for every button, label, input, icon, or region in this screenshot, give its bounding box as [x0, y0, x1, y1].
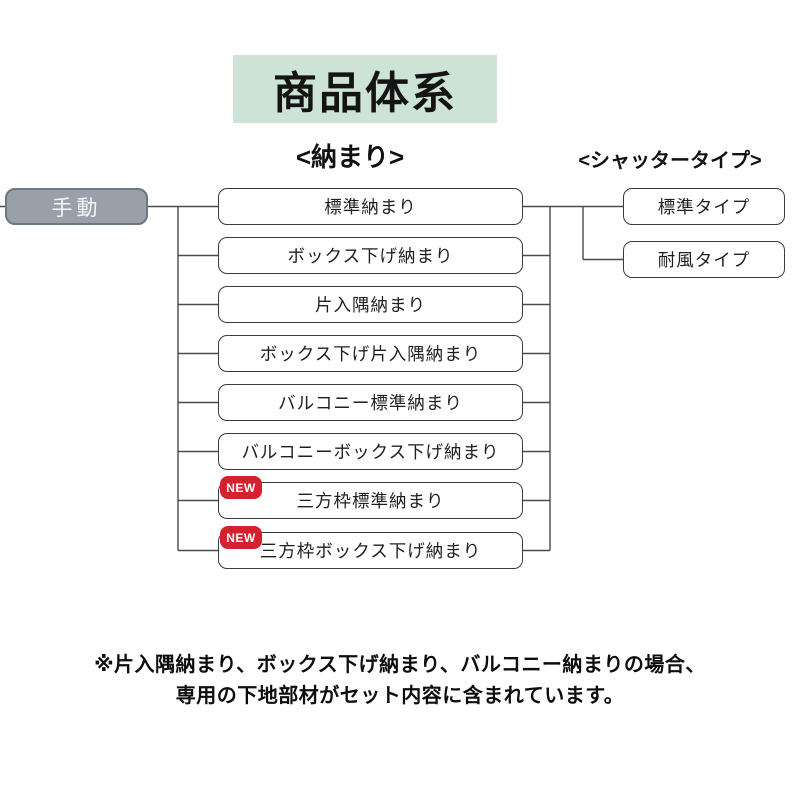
osamari-box-label: 三方枠ボックス下げ納まり	[259, 541, 482, 561]
osamari-box-standard: 標準納まり	[218, 188, 523, 225]
osamari-box-balcony-box-lowered: バルコニーボックス下げ納まり	[218, 433, 523, 470]
footnote-line-1: ※片入隅納まり、ボックス下げ納まり、バルコニー納まりの場合、	[94, 654, 706, 676]
shutter-type-box-wind-resistant: 耐風タイプ	[623, 241, 785, 278]
new-badge: NEW	[220, 476, 262, 499]
osamari-box-three-side-frame-box-lowered: NEW 三方枠ボックス下げ納まり	[218, 526, 523, 569]
osamari-box-three-side-frame-standard: NEW 三方枠標準納まり	[218, 476, 523, 519]
column-header-shutter-type: <シャッタータイプ>	[578, 150, 762, 172]
footnote-line-2: 専用の下地部材がセット内容に含まれています。	[175, 685, 625, 707]
page-title: 商品体系	[233, 55, 497, 123]
osamari-box-box-lowered-one-side-corner: ボックス下げ片入隅納まり	[218, 335, 523, 372]
shutter-type-box-standard: 標準タイプ	[623, 188, 785, 225]
osamari-box-box-lowered: ボックス下げ納まり	[218, 237, 523, 274]
root-node-manual: 手動	[5, 188, 148, 225]
footnote: ※片入隅納まり、ボックス下げ納まり、バルコニー納まりの場合、 専用の下地部材がセ…	[0, 650, 800, 712]
osamari-box-balcony-standard: バルコニー標準納まり	[218, 384, 523, 421]
new-badge: NEW	[220, 526, 262, 549]
osamari-box-one-side-corner: 片入隅納まり	[218, 286, 523, 323]
column-header-osamari: <納まり>	[295, 142, 405, 172]
osamari-box-label: 三方枠標準納まり	[296, 491, 445, 511]
